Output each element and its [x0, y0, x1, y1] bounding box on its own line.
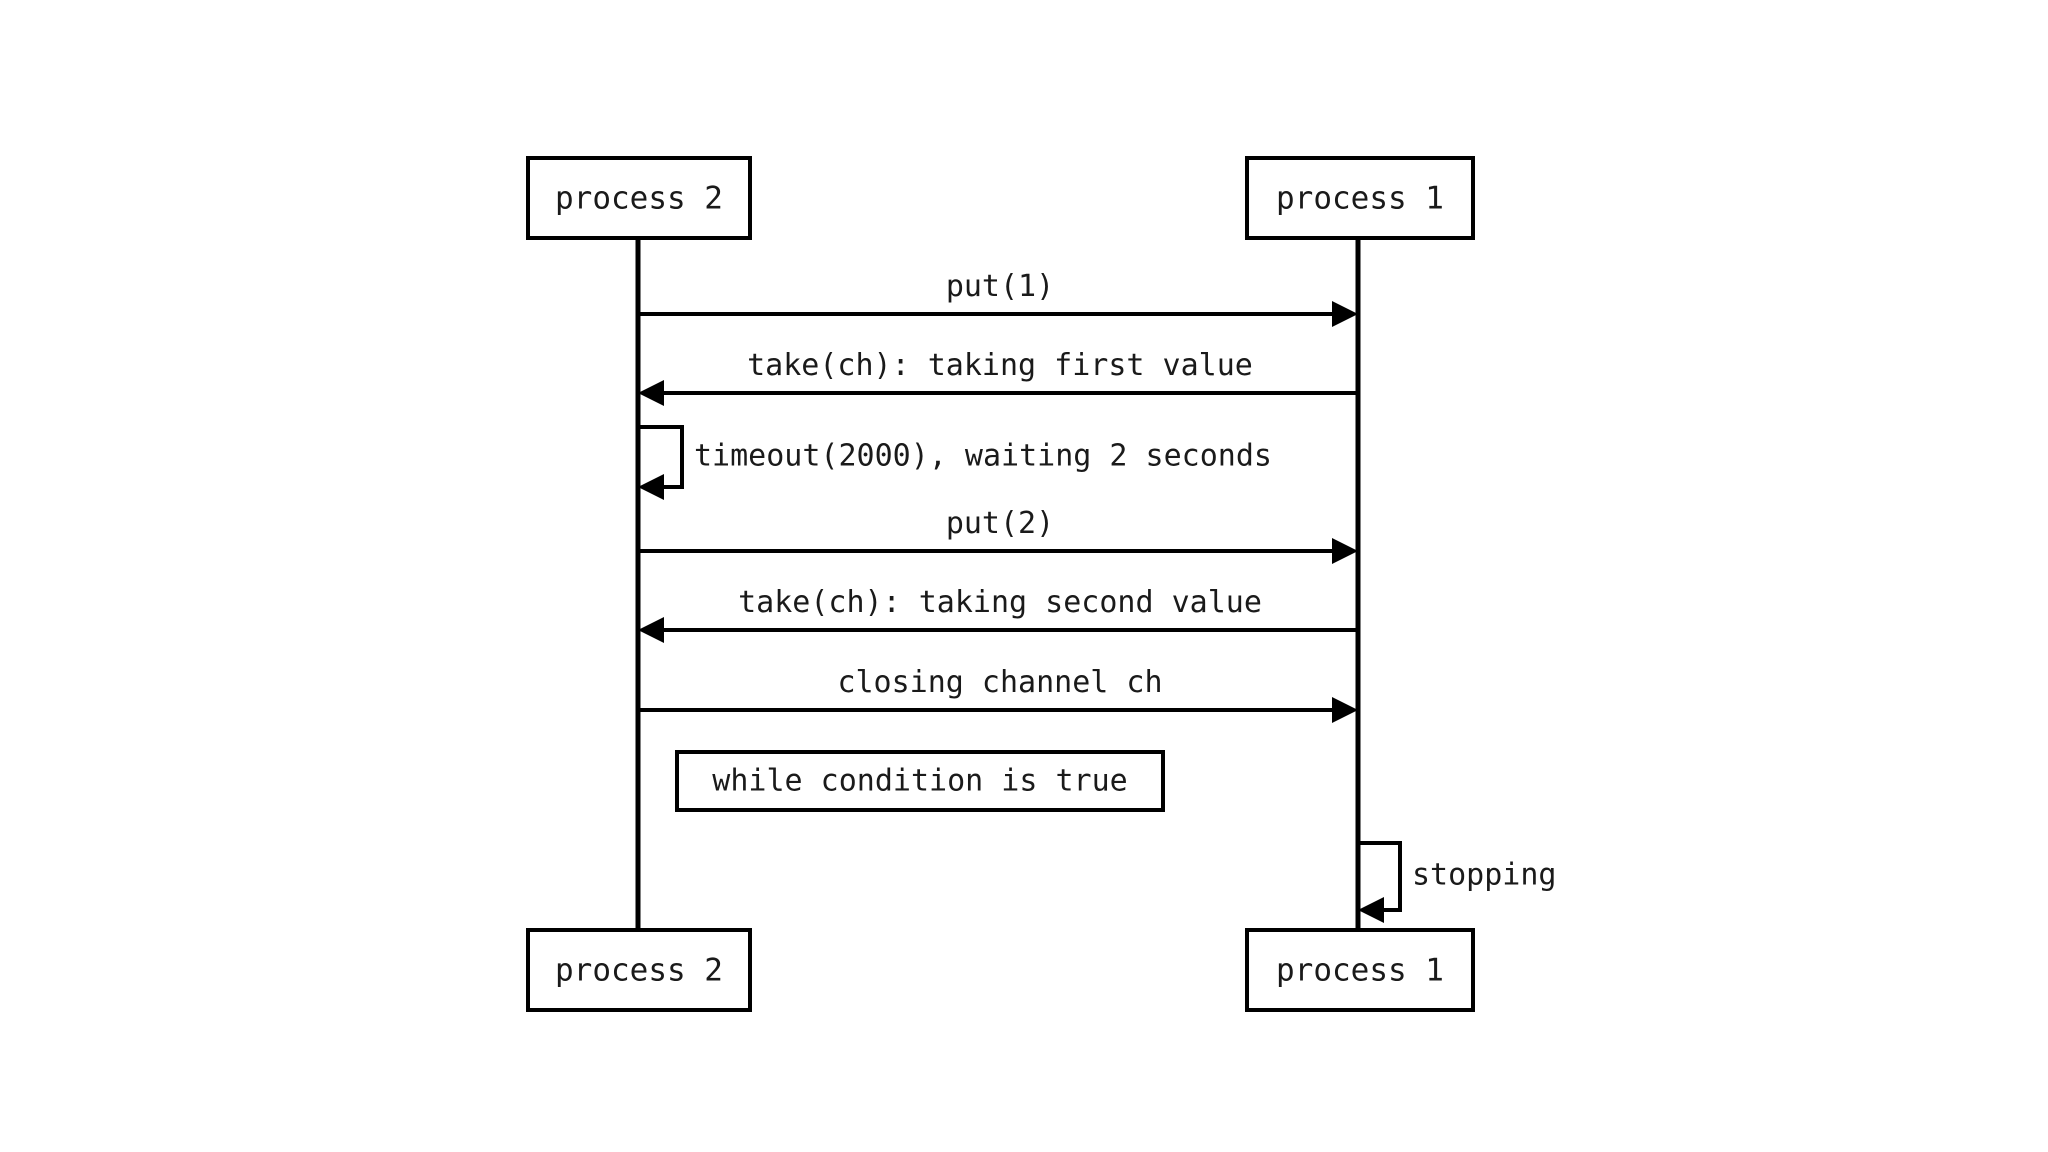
self-message-label: stopping: [1412, 858, 1557, 893]
participant-head-process-2[interactable]: process 2: [526, 156, 752, 240]
self-message-label: timeout(2000), waiting 2 seconds: [694, 439, 1272, 474]
note-box: [675, 750, 1165, 812]
arrowhead-left-icon: [638, 474, 664, 500]
participant-foot-process-2[interactable]: process 2: [526, 928, 752, 1012]
participant-label: process 1: [1276, 181, 1444, 217]
arrowhead-right-icon: [1332, 301, 1358, 327]
participant-label: process 1: [1276, 953, 1444, 989]
participant-box: [526, 156, 752, 240]
participant-foot-process-1[interactable]: process 1: [1245, 928, 1475, 1012]
arrowhead-right-icon: [1332, 697, 1358, 723]
arrowhead-right-icon: [1332, 538, 1358, 564]
arrowhead-left-icon: [638, 380, 664, 406]
participant-head-process-1[interactable]: process 1: [1245, 156, 1475, 240]
participant-box: [1245, 156, 1475, 240]
message-put-2[interactable]: put(2): [638, 506, 1358, 564]
self-message-stopping[interactable]: stopping: [1358, 841, 1557, 923]
note-while-condition[interactable]: while condition is true: [675, 750, 1165, 812]
message-label: put(2): [946, 506, 1054, 541]
message-label: closing channel ch: [837, 665, 1162, 700]
message-label: put(1): [946, 269, 1054, 304]
self-message-timeout[interactable]: timeout(2000), waiting 2 seconds: [638, 425, 1272, 500]
participant-box: [1245, 928, 1475, 1012]
participant-label: process 2: [555, 953, 723, 989]
participant-box: [526, 928, 752, 1012]
self-loop-path: [1358, 841, 1402, 912]
message-put-1[interactable]: put(1): [638, 269, 1358, 327]
arrowhead-left-icon: [1358, 897, 1384, 923]
participant-feet-layer: process 2 process 1: [526, 928, 1475, 1012]
note-label: while condition is true: [712, 764, 1127, 799]
message-take-second[interactable]: take(ch): taking second value: [638, 585, 1358, 643]
messages-layer: put(1) take(ch): taking first value put(…: [638, 269, 1358, 723]
arrowhead-left-icon: [638, 617, 664, 643]
participant-heads-layer: process 2 process 1: [526, 156, 1475, 240]
message-take-first[interactable]: take(ch): taking first value: [638, 348, 1358, 406]
self-messages-layer: timeout(2000), waiting 2 seconds stoppin…: [638, 425, 1557, 923]
message-label: take(ch): taking second value: [738, 585, 1262, 620]
message-closing-channel[interactable]: closing channel ch: [638, 665, 1358, 723]
participant-label: process 2: [555, 181, 723, 217]
lifelines-layer: [635, 238, 1361, 930]
message-label: take(ch): taking first value: [747, 348, 1253, 383]
self-loop-path: [638, 425, 684, 489]
